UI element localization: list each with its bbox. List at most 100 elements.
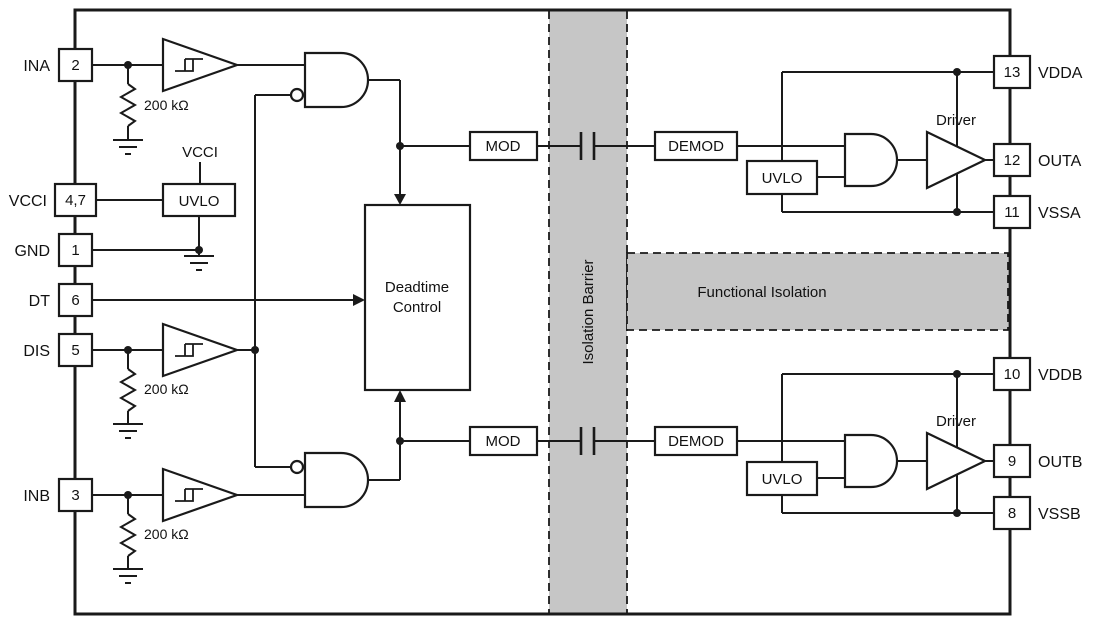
output-stage-b: UVLO Driver [745, 370, 994, 517]
demod-a-label: DEMOD [668, 138, 724, 155]
uvlo-input-label: UVLO [179, 193, 220, 210]
pin-label: VDDB [1038, 367, 1082, 384]
pin-dt: 6 DT [29, 282, 94, 318]
mod-a-label: MOD [486, 138, 521, 155]
pin-number: 10 [1004, 366, 1021, 383]
isolation-barrier-label: Isolation Barrier [580, 259, 597, 364]
ground-icon [113, 423, 143, 439]
pin-box [57, 477, 94, 513]
dis-pulldown-resistor: 200 kΩ [113, 350, 189, 439]
schmitt-buffer-dis [161, 322, 241, 378]
pin-outa: 12 OUTA [992, 142, 1082, 178]
arrowhead-icon [353, 294, 365, 306]
pin-number: 4,7 [65, 192, 86, 209]
junction-dot [953, 370, 961, 378]
pin-number: 13 [1004, 64, 1021, 81]
pin-label: INB [23, 488, 50, 505]
isolation-channel-a: MOD DEMOD [468, 130, 845, 162]
pin-box [57, 282, 94, 318]
pin-box [992, 142, 1032, 178]
functional-isolation-fill [627, 253, 1008, 330]
pin-number: 5 [71, 342, 79, 359]
pin-label: VSSA [1038, 205, 1081, 222]
junction-dot [953, 208, 961, 216]
pin-box [57, 232, 94, 268]
deadtime-control-block: Deadtime Control [363, 203, 472, 392]
pin-label: GND [14, 243, 50, 260]
pin-label: DT [29, 293, 51, 310]
deadtime-label-line2: Control [393, 299, 441, 316]
pin-box [992, 356, 1032, 392]
inb-pulldown-resistor: 200 kΩ [113, 495, 189, 584]
pin-inb: 3 INB [23, 477, 94, 513]
pin-label: OUTA [1038, 153, 1082, 170]
input-and-gate-b [289, 390, 470, 509]
resistor-icon [118, 368, 138, 412]
uvlo-a-label: UVLO [762, 170, 803, 187]
deadtime-control-box [363, 203, 472, 392]
pin-vcci: 4,7 VCCI [9, 182, 98, 218]
pin-number: 6 [71, 292, 79, 309]
functional-isolation-dashed-outline [626, 252, 1009, 331]
uvlo-a-box [745, 159, 819, 196]
pin-label: OUTB [1038, 454, 1082, 471]
deadtime-label-line1: Deadtime [385, 279, 449, 296]
pin-label: VDDA [1038, 65, 1083, 82]
pin-label: VSSB [1038, 506, 1081, 523]
ground-icon [184, 255, 214, 271]
inverter-bubble-icon [289, 87, 305, 103]
and-gate-icon [303, 451, 370, 509]
isolation-barrier-fill [549, 11, 627, 613]
vcci-uvlo-section: VCCI UVLO [92, 144, 237, 271]
resistor-icon [118, 83, 138, 127]
dt-input-path [92, 294, 365, 306]
arrowhead-icon [394, 390, 406, 402]
pin-number: 3 [71, 487, 79, 504]
pin-box [992, 443, 1032, 479]
pin-vddb: 10 VDDB [992, 356, 1082, 392]
pin-number: 12 [1004, 152, 1021, 169]
ground-icon [113, 139, 143, 155]
pin-outb: 9 OUTB [992, 443, 1082, 479]
ina-input-path [92, 37, 305, 93]
demod-b-label: DEMOD [668, 433, 724, 450]
pin-box [57, 47, 94, 83]
resistor-icon [118, 513, 138, 557]
pin-box [992, 194, 1032, 230]
input-and-gate-a [289, 51, 470, 205]
pin-number: 9 [1008, 453, 1016, 470]
pin-label: DIS [23, 343, 50, 360]
schmitt-buffer-ina [161, 37, 241, 93]
ground-icon [113, 568, 143, 584]
junction-dot [251, 346, 259, 354]
pin-gnd: 1 GND [14, 232, 94, 268]
pin-number: 11 [1004, 204, 1020, 221]
ina-pulldown-resistor: 200 kΩ [113, 65, 189, 155]
vcci-rail-label: VCCI [182, 144, 218, 161]
pin-box [57, 332, 94, 368]
uvlo-b-label: UVLO [762, 471, 803, 488]
pin-vssb: 8 VSSB [992, 495, 1081, 531]
uvlo-input-block [161, 182, 237, 218]
pin-box [992, 495, 1032, 531]
schmitt-buffer-inb [161, 467, 241, 523]
and-gate-icon [303, 51, 370, 109]
pin-number: 1 [71, 242, 79, 259]
pin-vdda: 13 VDDA [992, 54, 1083, 90]
hysteresis-icon [175, 343, 203, 357]
resistor-value-label: 200 kΩ [144, 526, 189, 542]
resistor-value-label: 200 kΩ [144, 97, 189, 113]
pin-box [53, 182, 98, 218]
isolation-barrier-region: Isolation Barrier [548, 11, 628, 613]
hysteresis-icon [175, 58, 203, 72]
isolation-channel-b: MOD DEMOD [468, 425, 845, 457]
functional-isolation-label: Functional Isolation [697, 284, 826, 301]
output-stage-a: UVLO Driver [745, 68, 994, 216]
pin-number: 2 [71, 57, 79, 74]
mod-a-box [468, 130, 539, 162]
and-gate-icon [843, 132, 899, 188]
functional-isolation-region: Functional Isolation [626, 252, 1009, 331]
pin-box [992, 54, 1032, 90]
